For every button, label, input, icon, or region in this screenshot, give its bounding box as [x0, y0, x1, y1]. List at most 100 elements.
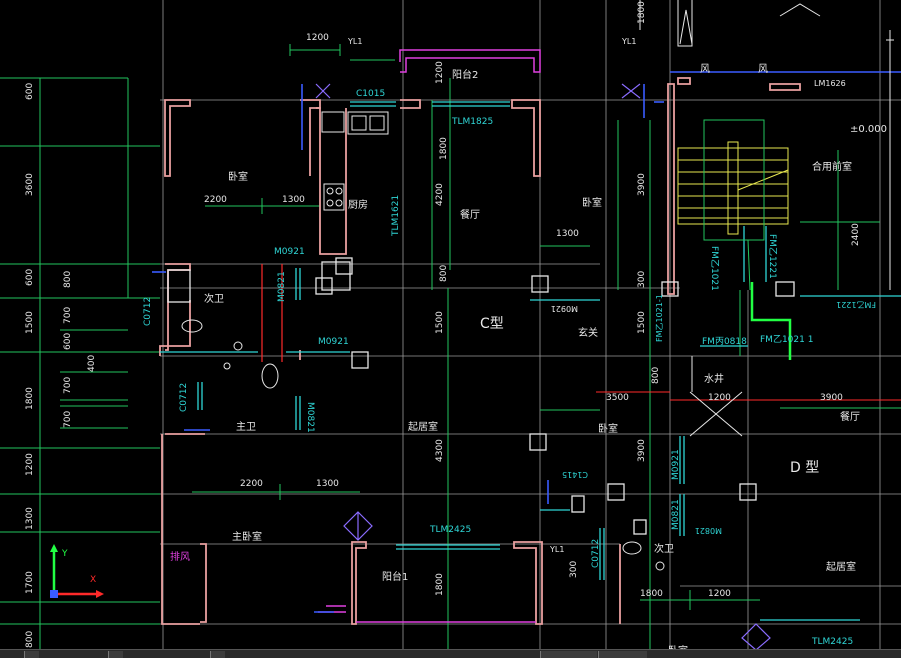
ruler-label: 1500 — [25, 311, 35, 334]
room-label: 餐厅 — [840, 410, 860, 423]
opening-tag: FM乙1021 1 — [760, 334, 813, 345]
ucs-x-label: X — [90, 575, 96, 585]
opening-tag: C1015 — [356, 89, 385, 99]
ruler-label: 700 — [63, 307, 73, 324]
kitchen-fixtures — [181, 111, 665, 571]
dimension-label: 1800 — [435, 573, 445, 596]
d-type-label: D 型 — [790, 460, 819, 476]
status-strip — [0, 649, 901, 658]
dimension-label: 3500 — [606, 393, 629, 403]
dimension-lines — [192, 44, 901, 650]
green-pipe — [750, 282, 792, 360]
opening-tag: TLM1621 — [391, 195, 401, 237]
blue-pipe-marks — [152, 84, 664, 613]
room-label: 起居室 — [826, 560, 856, 573]
opening-tag: FM乙1021 — [709, 246, 720, 291]
opening-tag: LM1626 — [814, 79, 846, 88]
layout-tab-stub[interactable] — [540, 651, 597, 658]
ruler-label: 600 — [25, 83, 35, 100]
staircase — [677, 141, 789, 235]
opening-tag: C0712 — [591, 539, 601, 568]
ucs-y-label: Y — [61, 549, 68, 559]
columns — [167, 257, 795, 535]
opening-tag: FM乙1021-1 — [655, 294, 664, 342]
dimension-label: 1800 — [640, 589, 663, 599]
room-label: 玄关 — [578, 326, 598, 339]
layout-tab-stub[interactable] — [108, 651, 123, 658]
opening-tag: M0821 — [671, 499, 681, 530]
type-labels: C型 D 型 — [480, 316, 819, 476]
dimension-label: 1500 — [637, 311, 647, 334]
layout-tab-stub[interactable] — [24, 651, 39, 658]
layout-tab-stub[interactable] — [210, 651, 225, 658]
left-ruler-text: 600 3600 600 1500 1800 1200 1300 1700 80… — [25, 83, 97, 648]
dimension-label: 1300 — [556, 229, 579, 239]
dimension-label: 2400 — [851, 223, 861, 246]
valve-symbols — [315, 83, 771, 650]
ruler-label: 1300 — [25, 507, 35, 530]
ruler-label: 400 — [87, 355, 97, 372]
dimension-label: 1200 — [435, 61, 445, 84]
dimension-label: 1300 — [282, 195, 305, 205]
room-label: 阳台1 — [382, 570, 408, 583]
room-label: 卧室 — [668, 644, 688, 650]
dimension-label: 300 — [637, 271, 647, 288]
opening-tag: TLM2425 — [811, 637, 853, 647]
ruler-label: 800 — [63, 271, 73, 288]
opening-tags: C1015 TLM1825 M0921 M0921 TLM2425 FM丙081… — [274, 37, 887, 647]
opening-tag: C1415 — [562, 470, 588, 479]
ruler-label: 700 — [63, 377, 73, 394]
room-label: 卧室 — [582, 196, 602, 209]
left-grid-lines — [0, 77, 160, 650]
room-labels: 卧室 厨房 阳台2 餐厅 卧室 次卫 玄关 主卫 起居室 卧室 主卧室 阳台1 … — [170, 63, 860, 650]
opening-tag: M0921 — [551, 304, 578, 313]
opening-tag: FM乙1221 — [836, 300, 876, 309]
room-label: 次卫 — [654, 542, 674, 555]
ruler-label: 1700 — [25, 571, 35, 594]
dimension-label: 1800 — [637, 1, 647, 24]
yl-tag: YL1 — [549, 545, 564, 554]
magenta-features — [318, 49, 541, 623]
dimension-label: 800 — [439, 265, 449, 282]
dimension-label: 300 — [569, 561, 579, 578]
dimension-label: 1200 — [708, 589, 731, 599]
opening-tag: TLM1825 — [451, 117, 493, 127]
opening-tag: FM丙0818 — [702, 336, 747, 347]
room-label: 风 — [700, 63, 710, 75]
elevation-mark: ±0.000 — [850, 124, 887, 135]
room-label: 水井 — [704, 372, 724, 385]
room-label: 卧室 — [228, 170, 248, 183]
ruler-label: 3600 — [25, 173, 35, 196]
opening-tag: C0712 — [179, 383, 189, 412]
dimension-text: 1200 2200 1300 1300 2200 1300 3500 1200 … — [204, 33, 843, 599]
room-label: 风 — [758, 63, 768, 75]
ucs-icon: Y X — [50, 544, 104, 598]
opening-tag: M0821 — [305, 402, 315, 433]
dimension-label: 1200 — [708, 393, 731, 403]
dimension-label: 2200 — [240, 479, 263, 489]
opening-tag: M0821 — [277, 271, 287, 302]
dimension-label: 4200 — [435, 183, 445, 206]
dimension-label: 1800 — [439, 137, 449, 160]
c-type-label: C型 — [480, 316, 504, 332]
layout-tab-stub[interactable] — [598, 651, 647, 658]
ruler-label: 800 — [25, 631, 35, 648]
ruler-label: 600 — [63, 333, 73, 350]
room-label: 主卧室 — [232, 530, 262, 543]
dimension-label: 2200 — [204, 195, 227, 205]
opening-tag: M0921 — [274, 247, 305, 257]
room-label: 卧室 — [598, 422, 618, 435]
dimension-label: 3900 — [637, 439, 647, 462]
room-label: 主卫 — [236, 421, 256, 433]
dimension-label: 1200 — [306, 33, 329, 43]
room-label: 次卫 — [204, 292, 224, 305]
opening-tag: M0821 — [695, 526, 722, 535]
room-label: 起居室 — [408, 420, 438, 433]
dimension-label: 1500 — [435, 311, 445, 334]
ruler-label: 1800 — [25, 387, 35, 410]
dimension-label: 3900 — [820, 393, 843, 403]
ruler-label: 600 — [25, 269, 35, 286]
room-label: 厨房 — [348, 198, 368, 211]
